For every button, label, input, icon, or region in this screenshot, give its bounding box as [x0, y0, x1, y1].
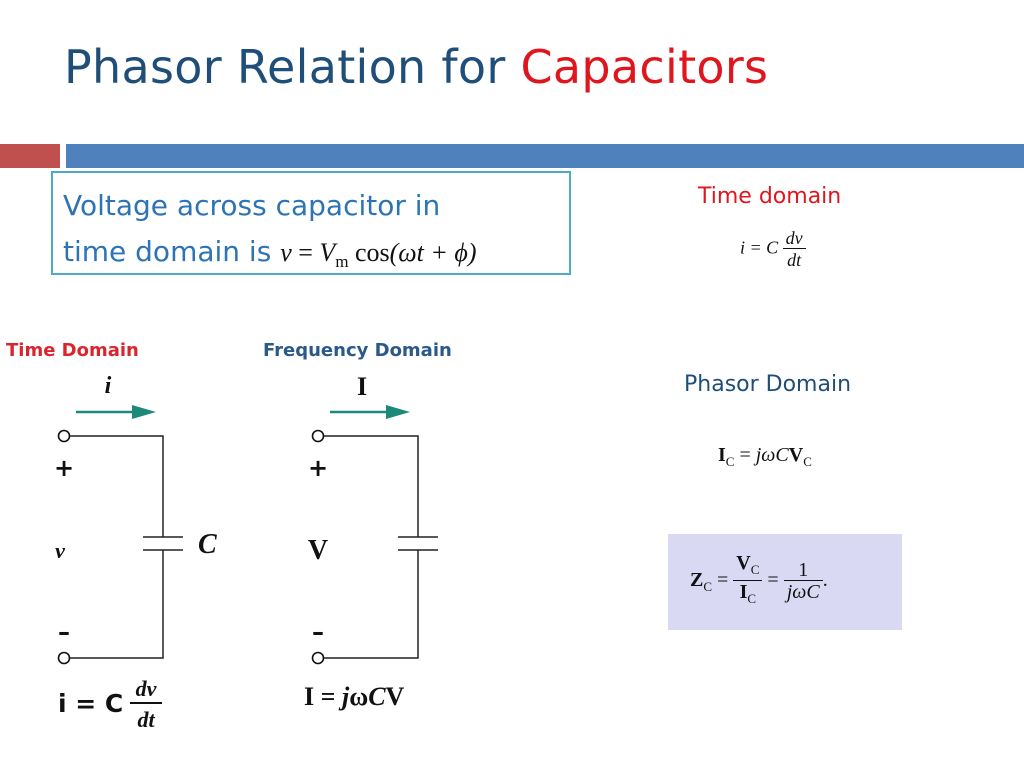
- freq-eq-mid: =: [314, 682, 342, 711]
- freq-eq-I: I: [304, 682, 314, 711]
- z-den-I: I: [739, 581, 748, 603]
- freq-current-label: I: [357, 372, 367, 401]
- intro-box: Voltage across capacitor in time domain …: [51, 171, 571, 275]
- intro-line-2-text: time domain is: [63, 235, 281, 268]
- freq-minus: –: [312, 618, 324, 646]
- z-one: 1: [783, 560, 823, 581]
- eq-sub-m: m: [335, 252, 349, 272]
- eq-cos: cos: [348, 238, 390, 267]
- z-Zsub: C: [703, 579, 713, 595]
- td-eq-den: dt: [787, 250, 802, 270]
- z-num-V: V: [736, 552, 751, 574]
- z-den-sub: C: [747, 591, 757, 606]
- freq-circuit-label: Frequency Domain: [263, 340, 452, 361]
- eq-v: v: [280, 238, 292, 267]
- voltage-equation: v = Vm cos(ωt + ϕ): [280, 238, 477, 271]
- freq-terminal-bottom: [311, 651, 325, 665]
- freq-current-arrowhead: [386, 405, 410, 419]
- time-wire-top: [70, 435, 164, 537]
- time-plus: +: [54, 454, 74, 482]
- freq-terminal-top: [311, 429, 325, 443]
- td-eq-num: dv: [782, 228, 806, 249]
- time-terminal-bottom: [57, 651, 71, 665]
- freq-wire-top: [324, 435, 419, 537]
- time-wire-bottom: [70, 550, 164, 659]
- freq-plus: +: [308, 454, 328, 482]
- td-eq-lhs: i = C: [740, 237, 779, 258]
- time-cap-label: C: [198, 529, 217, 560]
- freq-equation: I = jωCV: [304, 682, 405, 711]
- pd-V: V: [788, 444, 804, 466]
- pd-Isub: C: [725, 454, 735, 469]
- phasor-domain-label: Phasor Domain: [684, 372, 852, 397]
- z-den2: jωC: [786, 581, 820, 603]
- time-minus: –: [58, 618, 70, 646]
- eq-V: V: [319, 238, 336, 267]
- phasor-equation: IC = jωCVC: [718, 444, 812, 470]
- impedance-box: [668, 534, 902, 630]
- pd-Vsub: C: [803, 454, 812, 469]
- time-circuit-label: Time Domain: [6, 340, 139, 361]
- freq-eq-C: C: [368, 682, 386, 711]
- intro-line-1: Voltage across capacitor in: [63, 189, 441, 222]
- freq-eq-V: V: [386, 682, 405, 711]
- time-terminal-top: [57, 429, 71, 443]
- title-main: Phasor Relation for: [64, 40, 521, 94]
- slide-title: Phasor Relation for Capacitors: [64, 40, 768, 94]
- z-Z: Z: [690, 569, 704, 592]
- time-circuit: i C + v – i = C dv dt: [54, 373, 217, 732]
- time-eq-lhs: i = C: [58, 689, 123, 718]
- z-eq2: =: [767, 569, 784, 592]
- title-bar-red: [0, 144, 60, 168]
- title-accent: Capacitors: [520, 40, 769, 94]
- z-eq1: =: [712, 569, 734, 592]
- time-current-arrowhead: [132, 405, 156, 419]
- freq-wire-bottom: [324, 550, 419, 659]
- freq-circuit: I + V – I = jωCV: [304, 372, 438, 711]
- time-eq-den: dt: [137, 707, 155, 732]
- time-voltage-label: v: [55, 538, 65, 563]
- intro-line-2: time domain is v = Vm cos(ωt + ϕ): [63, 229, 559, 285]
- pd-eq: =: [734, 444, 756, 466]
- z-num-sub: C: [750, 562, 760, 577]
- eq-arg: (ωt + ϕ): [389, 238, 477, 267]
- freq-voltage-label: V: [308, 535, 328, 566]
- eq-equals: =: [291, 238, 320, 267]
- z-num: VC: [733, 552, 763, 581]
- title-bar-blue: [66, 144, 1024, 168]
- time-eq-num: dv: [136, 676, 157, 701]
- pd-I: I: [718, 444, 726, 466]
- time-domain-label: Time domain: [698, 184, 842, 209]
- pd-jwC: jωC: [755, 444, 789, 466]
- time-current-label: i: [105, 373, 112, 399]
- freq-eq-w: ω: [349, 682, 368, 711]
- z-dot: .: [822, 569, 828, 592]
- z-den: IC: [733, 581, 762, 610]
